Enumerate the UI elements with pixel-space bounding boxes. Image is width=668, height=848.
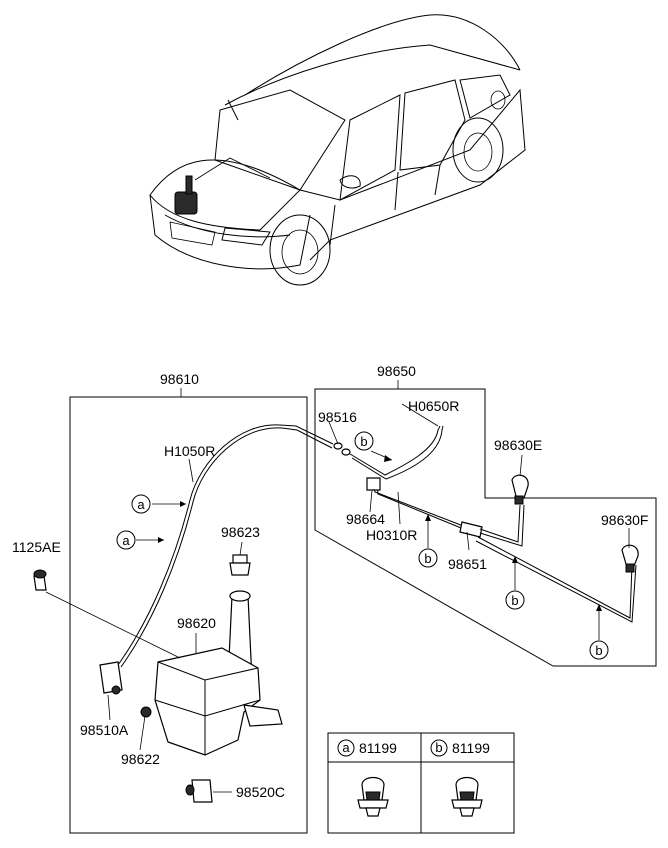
label-98630f: 98630F (601, 512, 648, 528)
car-illustration (149, 14, 526, 286)
svg-text:b: b (511, 593, 518, 608)
nozzle-98630e (511, 474, 529, 505)
label-1125ae: 1125AE (12, 539, 61, 555)
nozzle-98630f (621, 544, 639, 573)
label-h1050r: H1050R (164, 443, 215, 459)
label-98610: 98610 (160, 371, 199, 387)
label-98651: 98651 (448, 556, 487, 572)
callout-b-2: b (418, 548, 438, 568)
label-98623: 98623 (221, 524, 260, 540)
svg-text:b: b (595, 643, 602, 658)
callout-a-upper: a (131, 494, 151, 514)
callout-b-1: b (354, 431, 374, 451)
svg-text:a: a (137, 497, 145, 512)
assembly-98610-box (69, 396, 308, 834)
hose-h1050r-line (117, 424, 281, 666)
label-98622: 98622 (121, 751, 160, 767)
legend-b-letter: b (435, 740, 442, 755)
bolt-1125ae (33, 569, 47, 591)
leader-lines (45, 403, 630, 793)
svg-text:a: a (122, 533, 130, 548)
clip-a-image (357, 776, 389, 817)
label-98664: 98664 (346, 511, 385, 527)
legend-b-part: 81199 (452, 740, 490, 756)
hose-h0650r-line (349, 425, 441, 476)
clip-b-image (451, 776, 483, 817)
label-98516: 98516 (318, 409, 357, 425)
label-h0650r: H0650R (408, 398, 459, 414)
svg-text:b: b (424, 551, 431, 566)
legend-a-part: 81199 (359, 740, 397, 756)
callout-a-lower: a (116, 530, 136, 550)
svg-text:b: b (360, 434, 367, 449)
label-98510a: 98510A (80, 722, 129, 738)
callout-b-3: b (505, 590, 525, 610)
label-98620: 98620 (177, 615, 216, 631)
label-98520c: 98520C (236, 784, 285, 800)
legend-a-letter: a (342, 740, 350, 755)
label-98630e: 98630E (494, 437, 542, 453)
assembly-98650-box (314, 388, 657, 667)
reservoir-98620 (99, 554, 283, 803)
clip-legend-table: a 81199 b 81199 (327, 732, 515, 834)
callout-b-4: b (589, 640, 609, 660)
label-98650: 98650 (377, 363, 416, 379)
label-h0310r: H0310R (366, 527, 417, 543)
